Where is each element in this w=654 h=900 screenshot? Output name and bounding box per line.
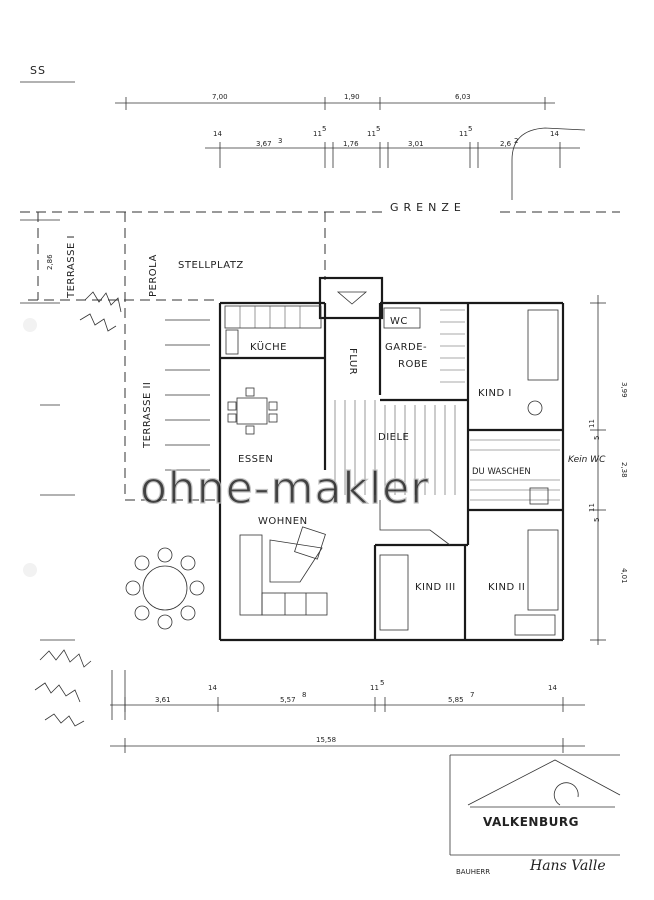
terrace-paving [165,319,210,471]
dim-top-inner-11: 5 [468,125,472,133]
dim-top-inner-6: 1,76 [343,140,359,148]
dimension-chain-right: 3,99 11 5 2,38 11 5 4,01 [588,295,628,645]
kind-1-bed [527,309,559,381]
dim-top-inner-4: 11 [313,130,322,138]
kind-1-chair [527,400,543,416]
room-label-essen: ESSEN [238,454,273,465]
room-label-du-waschen: DU WASCHEN [472,467,531,477]
room-label-terrasse-2: TERRASSE II [142,382,153,449]
dim-top-inner-13: 2 [514,137,518,145]
dimension-chain-bottom-inner: 3,61 14 5,57 8 11 5 5,85 7 14 [110,679,585,712]
binder-hole-bottom [23,563,37,577]
stamp-brand: VALKENBURG [483,815,579,829]
room-label-kind-2: KIND II [488,582,525,593]
boundary-label: GRENZE [390,201,466,214]
dim-bottom-inner-5: 11 [370,684,379,692]
note-kein-wc: Kein WC [568,455,606,465]
room-label-terrasse-1: TERRASSE I [66,235,77,299]
dimension-chain-top-outer: 7,00 1,90 6,03 [115,93,555,110]
corner-stamp-outline [511,127,586,200]
kitchen-counter [224,305,322,355]
dining-table [227,387,278,435]
room-label-flur: FLUR [347,348,358,375]
kind-2-bed [527,529,559,611]
dim-bottom-inner-1: 3,61 [155,696,171,704]
terrace-round-table [125,547,205,630]
hall-stair-hatch [334,400,456,546]
living-sofa [239,526,328,616]
dim-right-4: 2,38 [620,462,628,478]
dimension-chain-bottom-total: 15,58 [110,736,585,753]
watermark: ohne-makler [140,463,429,514]
dim-bottom-inner-8: 7 [470,691,474,699]
room-label-kind-3: KIND III [415,582,456,593]
room-label-wc: WC [390,316,408,327]
dim-bottom-total: 15,58 [316,736,336,744]
garderobe-stairs [440,309,465,383]
dim-top-inner-8: 5 [376,125,380,133]
terrace-outline [28,212,326,501]
stamp-role-label: BAUHERR [456,868,490,876]
dim-right-1: 3,99 [620,382,628,398]
sheet-mark: SS [30,64,46,77]
dim-top-inner-1: 14 [213,130,222,138]
room-label-garderobe-2: ROBE [398,359,428,370]
dim-top-outer-3: 6,03 [455,93,471,101]
dim-right-6: 5 [593,518,601,522]
dim-bottom-inner-3: 5,57 [280,696,296,704]
dimension-ticks-left [20,219,75,641]
room-label-kind-1: KIND I [478,388,512,399]
dim-top-inner-14: 14 [550,130,559,138]
house-walls [218,276,565,642]
dim-top-inner-2: 3,67 [256,140,272,148]
dim-top-inner-7: 11 [367,130,376,138]
dim-bottom-inner-6: 5 [380,679,384,687]
room-label-garderobe-1: GARDE- [385,342,427,353]
dim-bottom-inner-2: 14 [208,684,217,692]
room-label-kueche: KÜCHE [250,340,287,353]
binder-hole-top [23,318,37,332]
dim-top-outer-2: 1,90 [344,93,360,101]
dimension-chain-top-inner: 14 3,67 3 11 5 1,76 11 5 3,01 11 5 2,6 2… [205,125,580,168]
dim-top-inner-10: 11 [459,130,468,138]
dim-right-5: 11 [588,503,596,512]
bathroom-tiles [470,439,560,505]
shrubs-left [34,291,126,727]
wc-box [383,307,421,329]
stamp-signature: Hans Valle [529,858,606,874]
dim-bottom-inner-7: 5,85 [448,696,464,704]
dim-top-outer-1: 7,00 [212,93,228,101]
dim-left-1: 2,86 [46,254,54,270]
kind-2-desk [514,614,556,636]
dim-top-inner-9: 3,01 [408,140,424,148]
kind-3-bed [379,554,409,631]
dim-bottom-inner-9: 14 [548,684,557,692]
dim-right-3: 5 [593,436,601,440]
dim-right-7: 4,01 [620,568,628,584]
room-label-perola: PEROLA [148,254,159,297]
room-label-diele: DIELE [378,432,409,443]
room-label-wohnen: WOHNEN [258,516,308,527]
dim-right-2: 11 [588,419,596,428]
architect-stamp [449,754,621,856]
dim-top-inner-5: 5 [322,125,326,133]
dim-bottom-inner-4: 8 [302,691,306,699]
dim-top-inner-3: 3 [278,137,282,145]
dim-top-inner-12: 2,6 [500,140,512,148]
room-label-stellplatz: STELLPLATZ [178,260,244,271]
